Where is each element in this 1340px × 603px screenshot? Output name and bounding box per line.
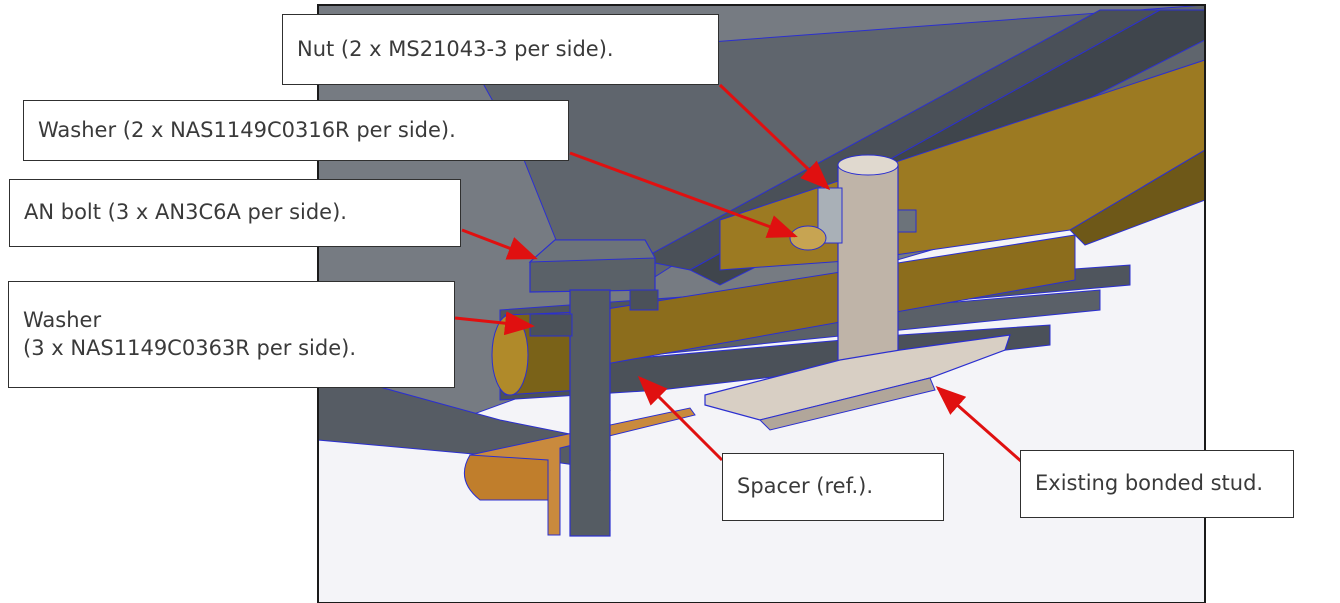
stud-base-shadow xyxy=(759,377,936,431)
an-bolt-washer-under xyxy=(529,313,573,337)
lower-washer-part xyxy=(491,314,529,396)
copper-bracket-curl xyxy=(463,454,549,501)
leader-spacer xyxy=(637,375,724,462)
callout-nut: Nut (2 x MS21043-3 per side). xyxy=(282,14,719,85)
callout-washer-top: Washer (2 x NAS1149C0316R per side). xyxy=(23,100,569,161)
leader-washer-top xyxy=(569,151,798,238)
nut-shadow xyxy=(897,209,917,233)
leader-washer-lower xyxy=(454,311,535,336)
stud-shank xyxy=(837,164,899,376)
an-bolt-shank xyxy=(569,289,611,537)
stud-top xyxy=(837,154,899,176)
an-bolt-head-top xyxy=(528,239,656,263)
leader-an-bolt xyxy=(461,228,538,260)
stud-base xyxy=(704,334,1011,421)
an-bolt-washer-side xyxy=(629,289,659,311)
callout-spacer-text: Spacer (ref.). xyxy=(737,474,873,499)
callout-an-bolt: AN bolt (3 x AN3C6A per side). xyxy=(9,179,461,247)
callout-nut-text: Nut (2 x MS21043-3 per side). xyxy=(297,36,614,61)
plate-stack-3 xyxy=(499,324,1051,401)
callout-spacer: Spacer (ref.). xyxy=(722,453,944,521)
leader-nut xyxy=(718,83,831,191)
leader-stud xyxy=(935,386,1023,464)
callout-washer-lower-line1: Washer xyxy=(23,308,102,333)
callout-washer-top-text: Washer (2 x NAS1149C0316R per side). xyxy=(38,117,456,142)
callout-stud-text: Existing bonded stud. xyxy=(1035,471,1264,496)
callout-washer-lower-line2: (3 x NAS1149C0363R per side). xyxy=(23,335,357,360)
callout-stud: Existing bonded stud. xyxy=(1020,450,1294,518)
callout-washer-lower: Washer (3 x NAS1149C0363R per side). xyxy=(8,281,455,388)
upper-washer-part xyxy=(789,225,827,251)
callout-an-bolt-text: AN bolt (3 x AN3C6A per side). xyxy=(24,200,347,225)
